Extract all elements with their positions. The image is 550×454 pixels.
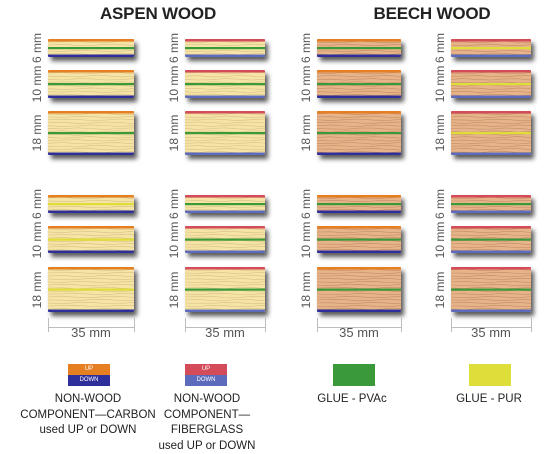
thickness-label: 18 mm [433,271,447,308]
legend-swatch-fiberglass: UP DOWN [185,364,227,386]
thickness-label: 18 mm [433,114,447,152]
thickness-label: 10 mm [433,221,447,258]
specimen-beech-fiberglass-pur [451,111,531,155]
specimen-beech-carbon-pvac [317,195,401,213]
width-label: 35 mm [205,325,245,340]
specimen-beech-carbon-pvac [317,39,401,57]
width-dimension-line [451,327,531,328]
carbon-down-band: DOWN [68,375,110,386]
thickness-label: 10 mm [433,65,447,103]
thickness-label: 10 mm [30,221,44,258]
specimen-aspen-carbon-pur [48,195,134,213]
specimen-aspen-carbon-pur [48,267,134,312]
carbon-up-band: UP [68,364,110,375]
width-dimension-line [317,327,401,328]
thickness-label: 6 mm [167,189,181,219]
width-dimension-line [48,327,134,328]
specimen-aspen-carbon-pvac [48,39,134,57]
specimen-beech-carbon-pvac [317,111,401,155]
specimen-beech-fiberglass-pvac [451,195,531,213]
thickness-label: 10 mm [299,65,313,103]
width-dimension-tick [185,318,186,332]
thickness-label: 18 mm [299,271,313,308]
width-dimension-tick [48,318,49,332]
thickness-label: 10 mm [167,65,181,103]
width-label: 35 mm [339,325,379,340]
fiberglass-up-band: UP [185,364,227,375]
thickness-label: 10 mm [30,65,44,103]
width-dimension-tick [401,318,402,332]
specimen-beech-carbon-pvac [317,226,401,253]
thickness-label: 6 mm [433,33,447,63]
legend-swatch-pvac [333,364,375,386]
specimen-beech-fiberglass-pur [451,70,531,98]
specimen-aspen-fiberglass-pvac [185,195,265,213]
legend-text-pvac: GLUE - PVAc [317,393,387,405]
thickness-label: 6 mm [30,33,44,63]
legend-swatch-carbon: UP DOWN [68,364,110,386]
legend-text-fiberglass: NON-WOOD COMPONENT—FIBERGLASS used UP or… [158,393,256,452]
width-dimension-tick [134,318,135,332]
thickness-label: 10 mm [299,221,313,258]
width-dimension-tick [265,318,266,332]
specimen-aspen-fiberglass-pvac [185,111,265,155]
thickness-label: 18 mm [167,114,181,152]
thickness-label: 6 mm [433,189,447,219]
specimen-beech-fiberglass-pvac [451,267,531,312]
specimen-beech-carbon-pvac [317,267,401,312]
thickness-label: 6 mm [30,189,44,219]
specimen-aspen-fiberglass-pvac [185,267,265,312]
specimen-aspen-fiberglass-pvac [185,70,265,98]
legend-text-carbon: NON-WOOD COMPONENT—CARBON used UP or DOW… [20,393,156,437]
specimen-aspen-carbon-pur [48,226,134,253]
fiberglass-down-band: DOWN [185,375,227,386]
specimen-beech-fiberglass-pvac [451,226,531,253]
thickness-label: 6 mm [299,33,313,63]
thickness-label: 18 mm [30,271,44,308]
thickness-label: 18 mm [30,114,44,152]
specimen-aspen-carbon-pvac [48,70,134,98]
width-label: 35 mm [471,325,511,340]
thickness-label: 18 mm [299,114,313,152]
width-dimension-tick [451,318,452,332]
specimen-aspen-carbon-pvac [48,111,134,155]
width-dimension-tick [531,318,532,332]
specimen-beech-fiberglass-pur [451,39,531,57]
width-dimension-line [185,327,265,328]
header-aspen-wood: ASPEN WOOD [99,4,217,23]
legend-swatch-pur [469,364,511,386]
specimen-aspen-fiberglass-pvac [185,39,265,57]
specimen-aspen-fiberglass-pvac [185,226,265,253]
legend-text-pur: GLUE - PUR [456,393,522,405]
thickness-label: 6 mm [299,189,313,219]
thickness-label: 10 mm [167,221,181,258]
width-label: 35 mm [71,325,111,340]
thickness-label: 18 mm [167,271,181,308]
width-dimension-tick [317,318,318,332]
thickness-label: 6 mm [167,33,181,63]
header-beech-wood: BEECH WOOD [373,4,491,23]
specimen-beech-carbon-pvac [317,70,401,98]
